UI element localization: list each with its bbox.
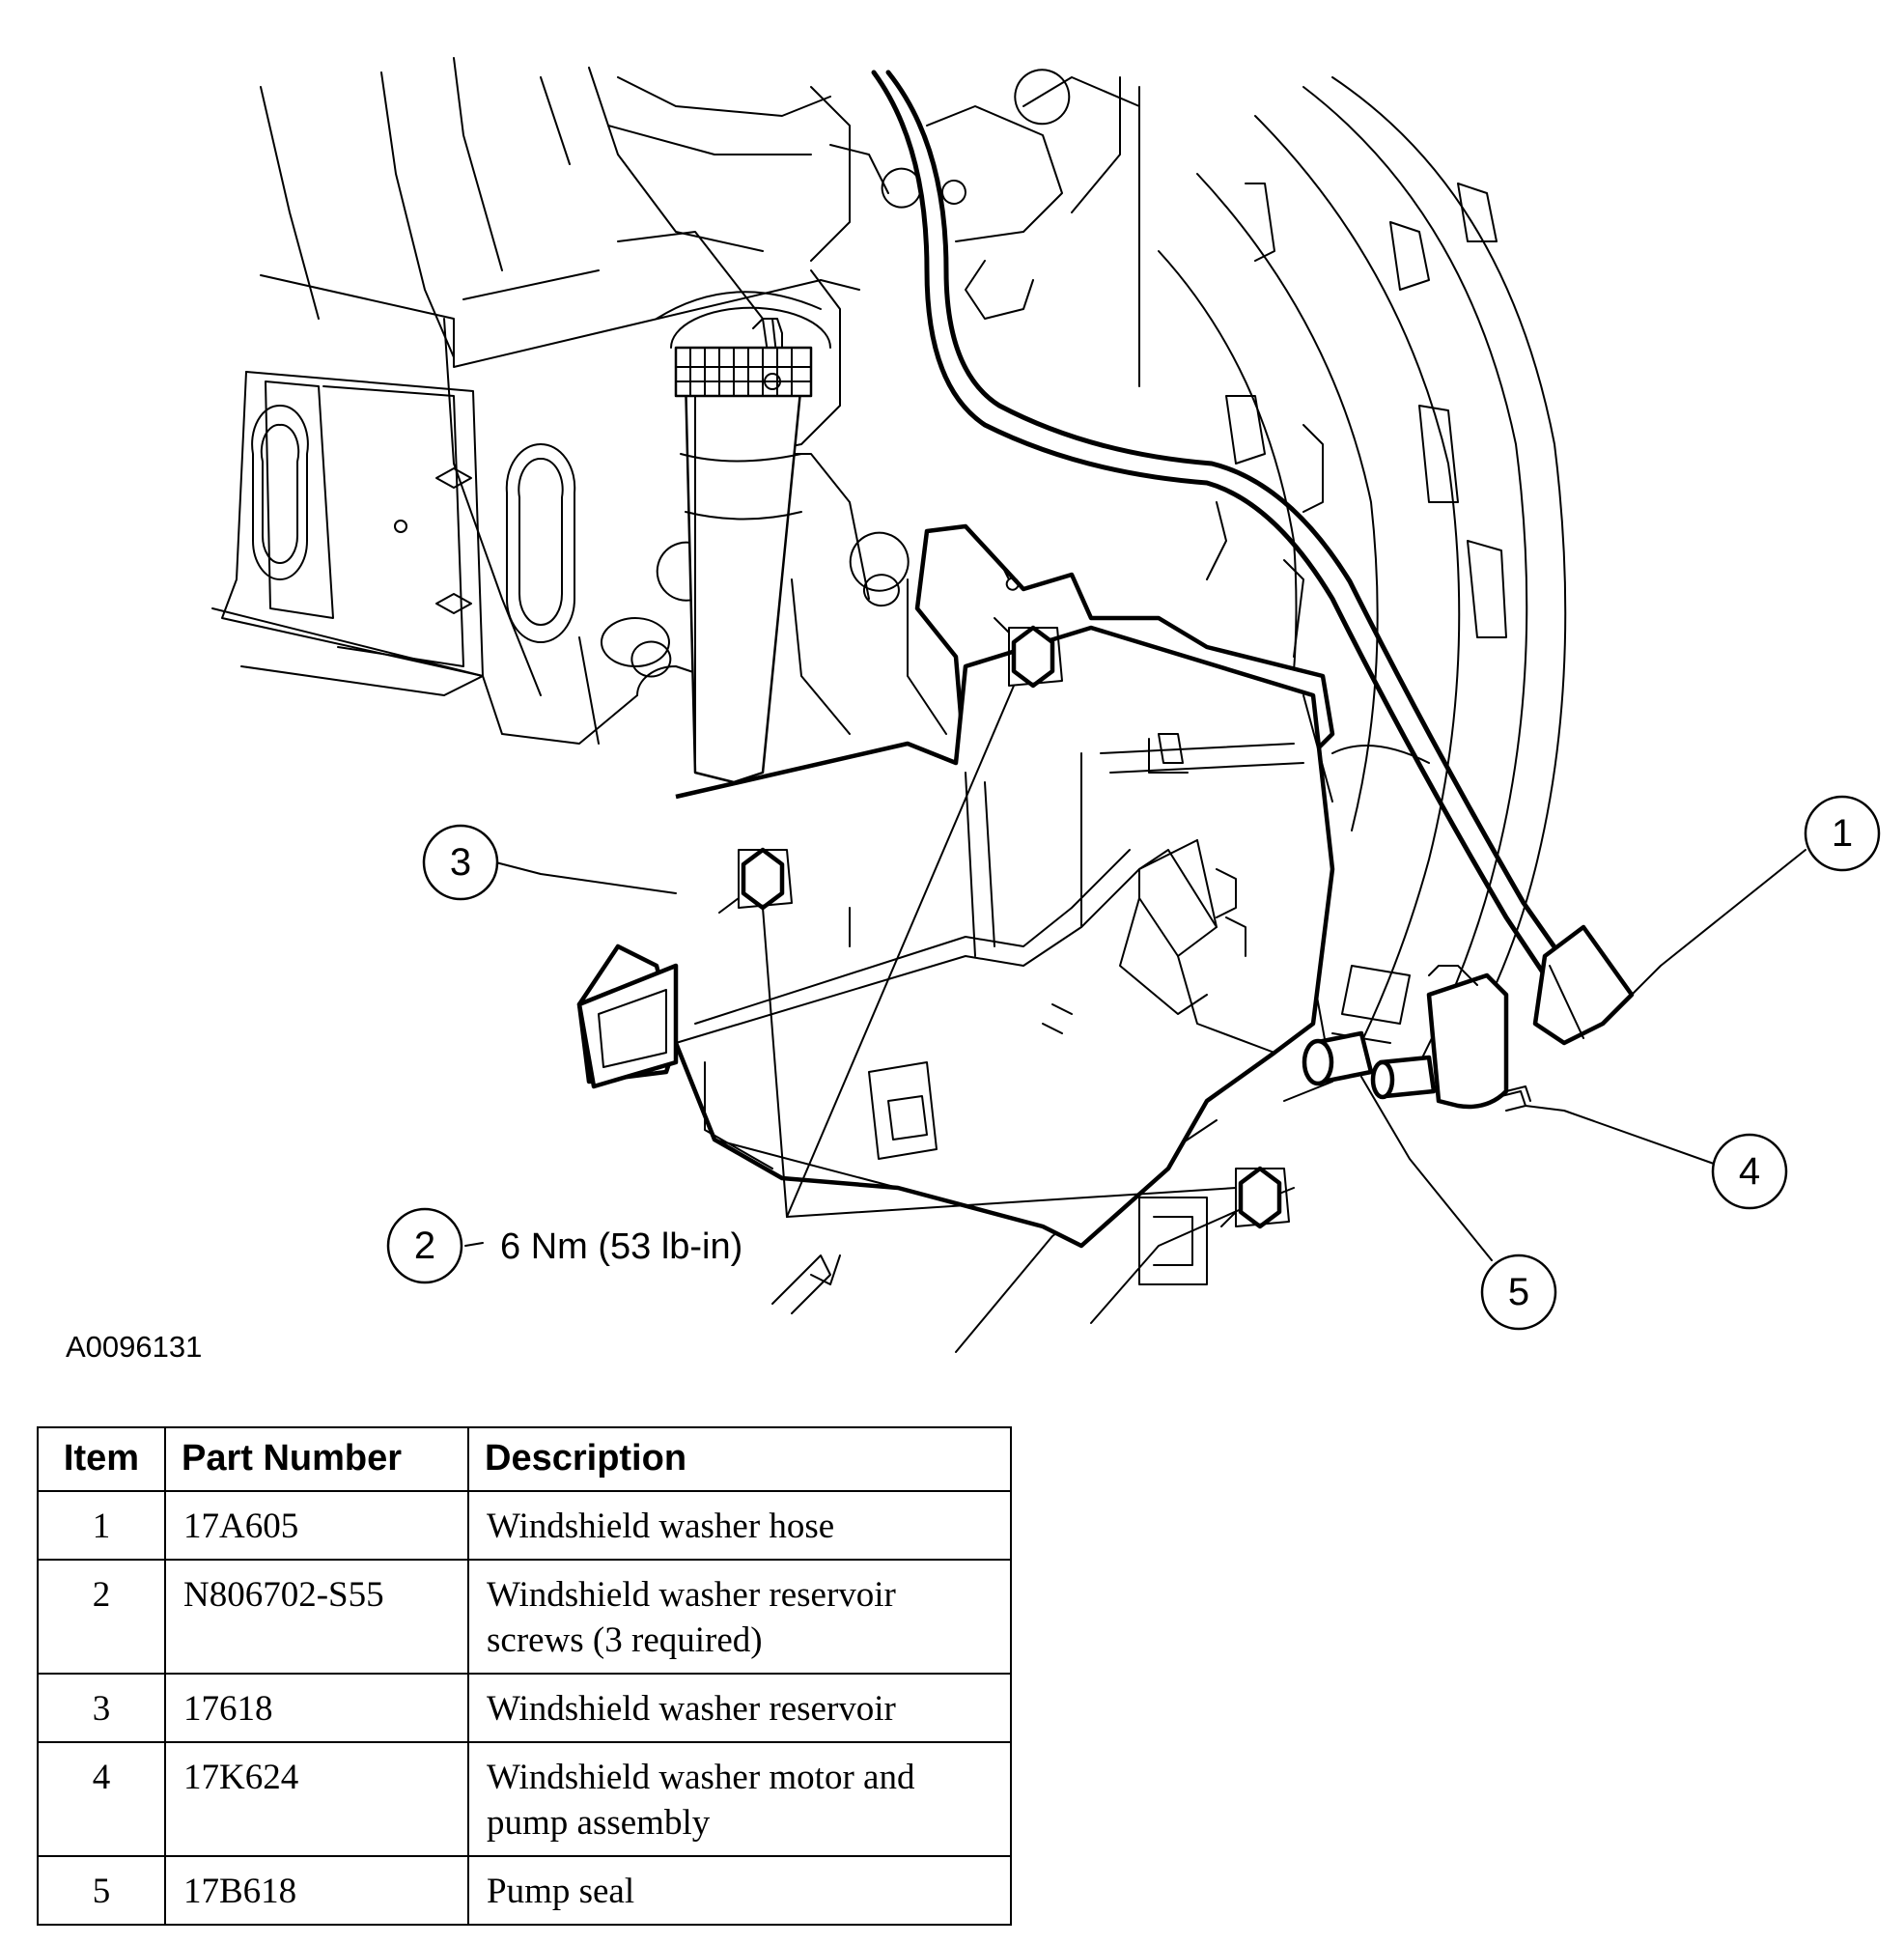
cell-part-number: 17A605 [164,1490,469,1561]
svg-text:3: 3 [450,841,471,884]
callout-2: 2 [386,1207,463,1284]
table-row: 1 17A605 Windshield washer hose [37,1490,1012,1561]
cell-part-number: 17B618 [164,1855,469,1926]
reservoir-installation-diagram: 1 2 3 4 5 6 Nm (53 lb-in) A0096131 [66,57,1881,1364]
callout-4: 4 [1711,1133,1788,1210]
svg-text:5: 5 [1508,1271,1529,1313]
cell-part-number: 17618 [164,1673,469,1743]
reservoir-screw [1220,1166,1290,1229]
table-header-row: Item Part Number Description [37,1426,1012,1492]
table-row: 2 N806702-S55 Windshield washer reservoi… [37,1559,1012,1675]
svg-text:2: 2 [414,1225,435,1267]
pump-seal [1302,1030,1374,1086]
table-row: 3 17618 Windshield washer reservoir [37,1673,1012,1743]
table-row: 4 17K624 Windshield washer motor and pum… [37,1741,1012,1857]
table-row: 5 17B618 Pump seal [37,1855,1012,1926]
header-part-number: Part Number [164,1426,469,1492]
figure-id: A0096131 [66,1330,202,1364]
callout-5: 5 [1480,1254,1557,1331]
leader-lines [464,685,1806,1261]
cell-description: Windshield washer hose [467,1490,1012,1561]
cell-description: Windshield washer reservoir screws (3 re… [467,1559,1012,1675]
cell-item: 5 [37,1855,166,1926]
washer-pump [1370,965,1531,1112]
parts-table: Item Part Number Description 1 17A605 Wi… [37,1426,1012,1926]
filler-neck [656,291,831,784]
reservoir-screw [718,847,793,914]
cell-item: 4 [37,1741,166,1857]
cell-part-number: 17K624 [164,1741,469,1857]
cell-description: Windshield washer motor and pump assembl… [467,1741,1012,1857]
cell-description: Windshield washer reservoir [467,1673,1012,1743]
header-description: Description [467,1426,1012,1492]
callout-3: 3 [422,824,499,901]
washer-reservoir [576,523,1335,1249]
reservoir-screw [994,617,1063,689]
cell-description: Pump seal [467,1855,1012,1926]
front-end-structure [211,57,1567,1353]
cell-item: 3 [37,1673,166,1743]
washer-hose [871,70,1635,1046]
cell-part-number: N806702-S55 [164,1559,469,1675]
svg-text:4: 4 [1739,1150,1760,1193]
cell-item: 1 [37,1490,166,1561]
header-item: Item [37,1426,166,1492]
torque-spec: 6 Nm (53 lb-in) [500,1226,742,1267]
svg-text:1: 1 [1832,812,1853,855]
callout-1: 1 [1804,795,1881,872]
cell-item: 2 [37,1559,166,1675]
